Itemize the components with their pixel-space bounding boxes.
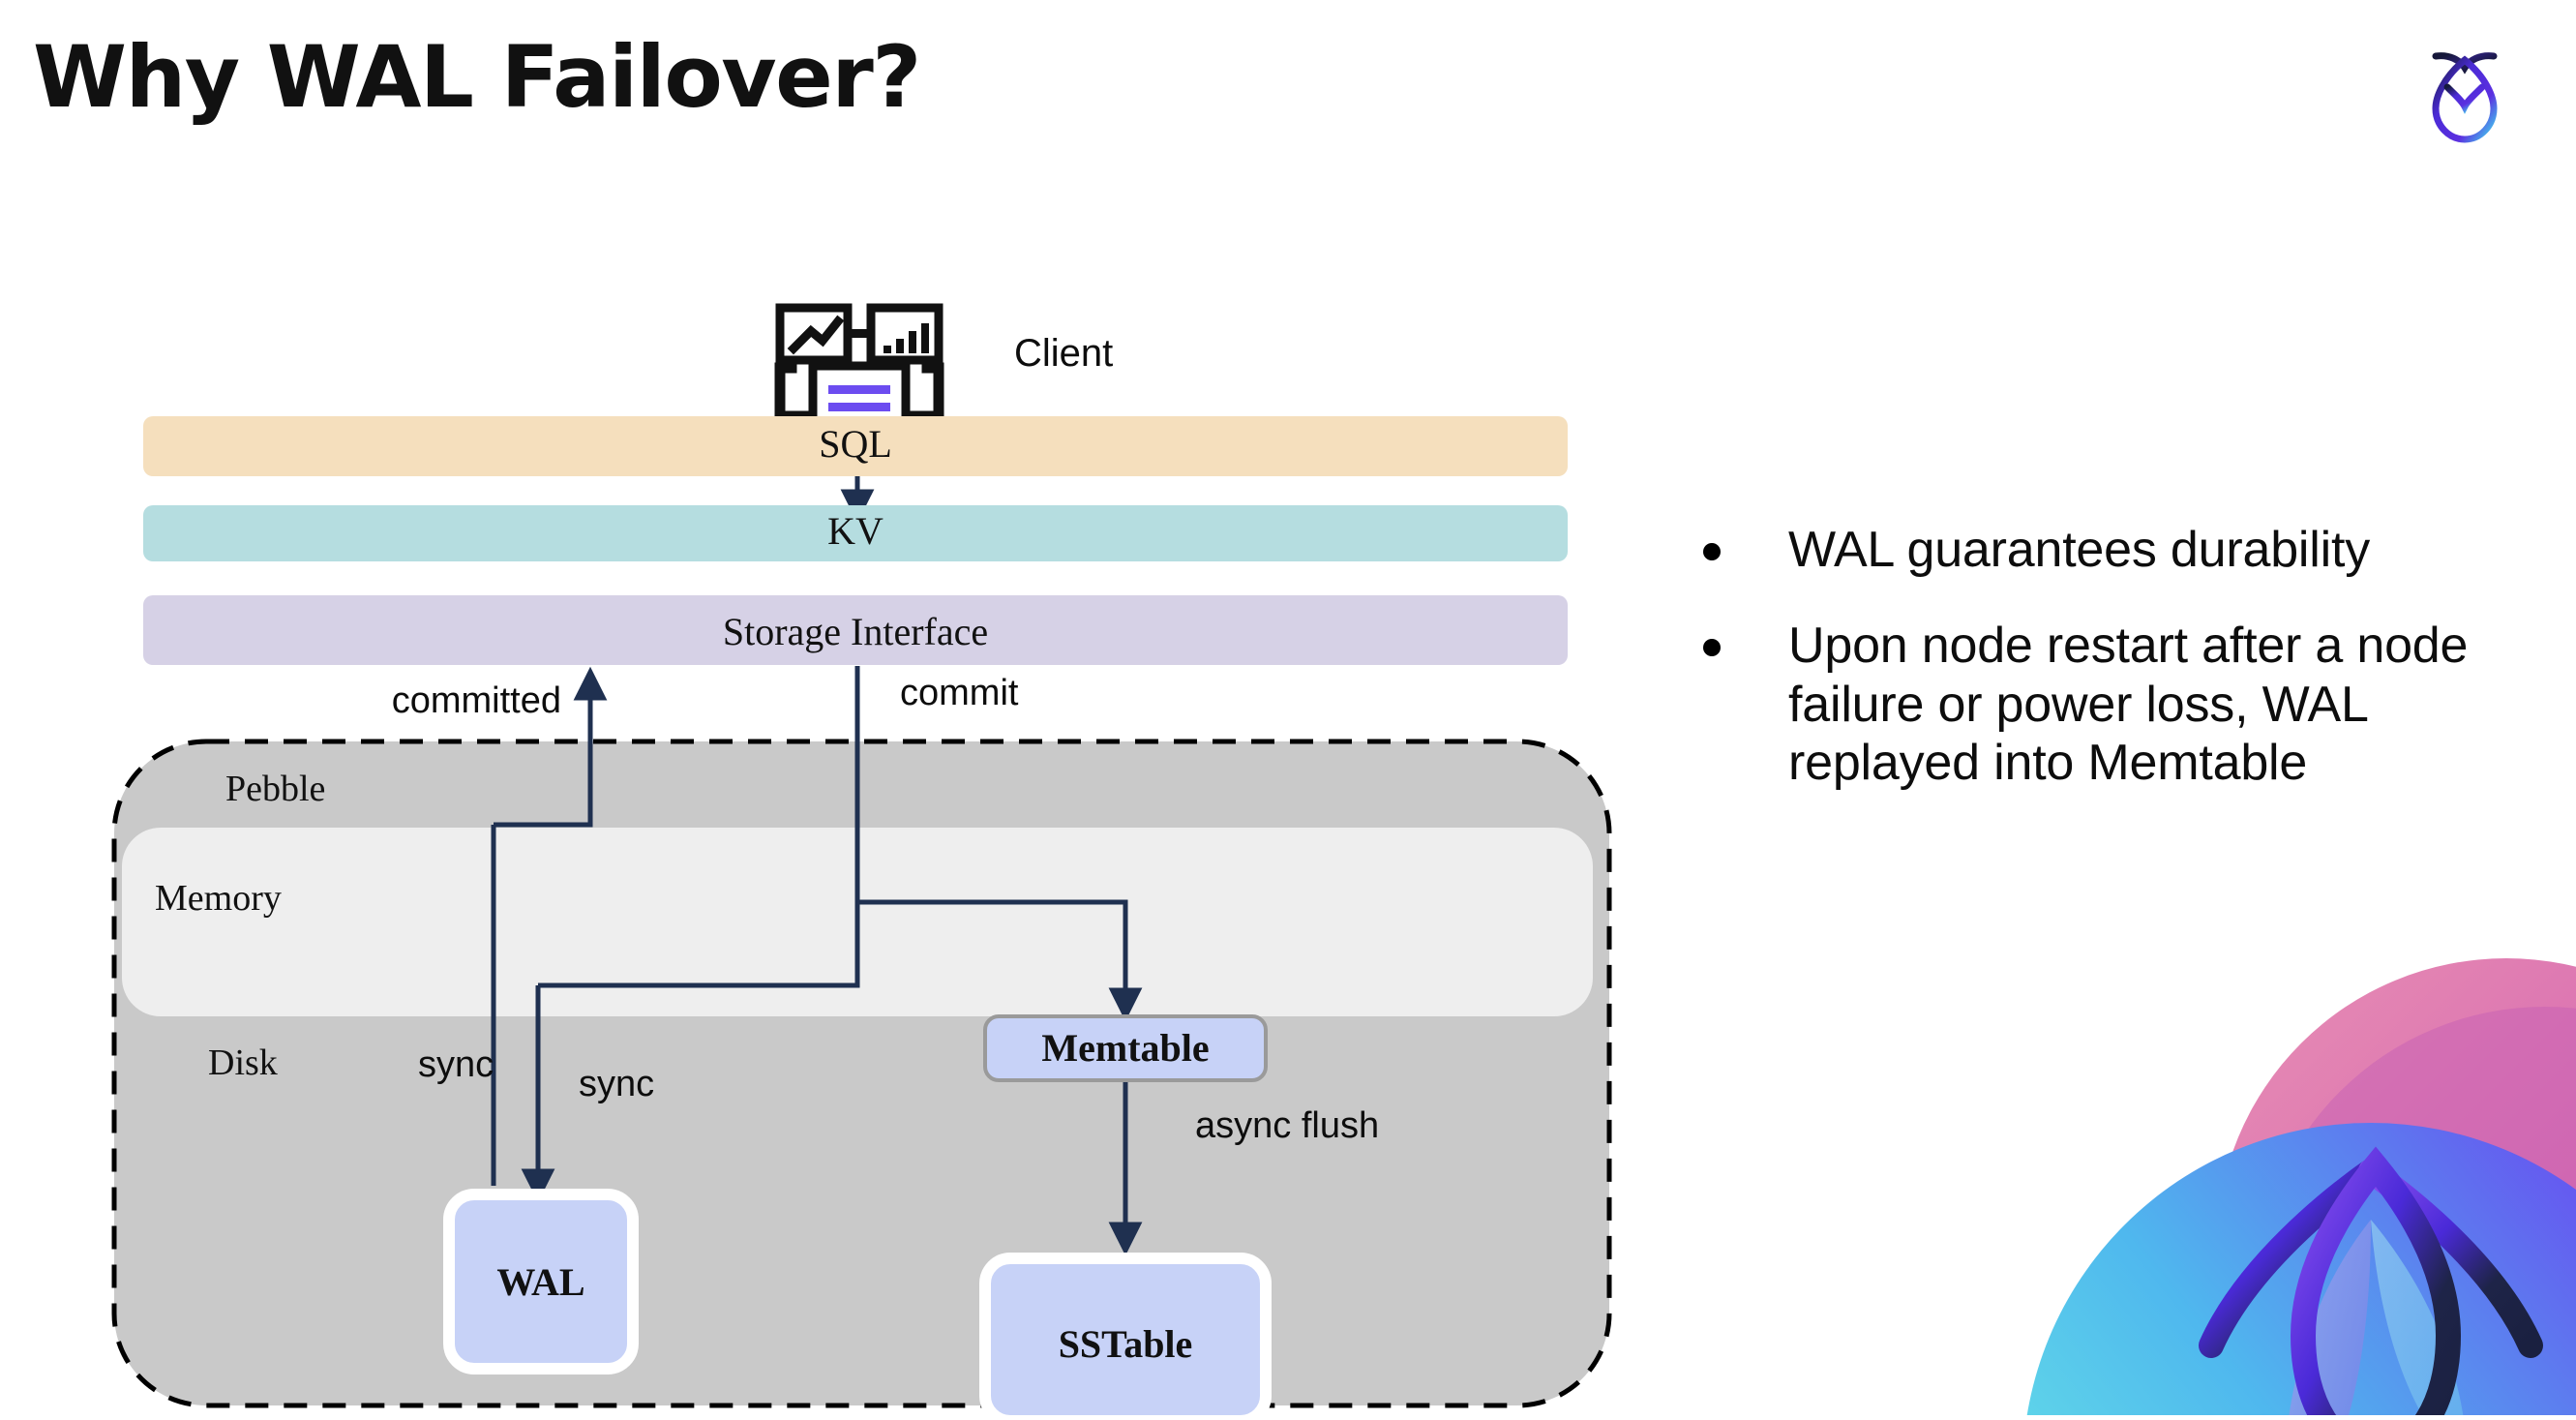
disk-label: Disk [208, 1042, 278, 1083]
edge-label-sync-right: sync [579, 1064, 654, 1104]
svg-text:Memtable: Memtable [1041, 1026, 1209, 1070]
svg-text:SQL: SQL [819, 422, 892, 466]
edge-label-sync-left: sync [418, 1044, 494, 1085]
memory-label: Memory [155, 878, 282, 919]
bullet-dot-icon [1703, 638, 1721, 656]
edge-committed [494, 666, 608, 828]
edge-label-commit: commit [900, 673, 1019, 713]
node-memtable: Memtable [983, 1014, 1268, 1082]
bullet-text: WAL guarantees durability [1788, 522, 2371, 578]
svg-text:SSTable: SSTable [1059, 1322, 1193, 1366]
list-item: Upon node restart after a node failure o… [1703, 617, 2535, 793]
cockroachdb-logo-icon [2407, 31, 2523, 147]
bullet-text: Upon node restart after a node failure o… [1788, 617, 2469, 792]
edge-label-committed: committed [392, 680, 561, 721]
layer-bar-storage-interface: Storage Interface [143, 595, 1568, 665]
architecture-diagram: Client SQL KV Storage Interface Pebble M… [0, 106, 1664, 1420]
list-item: WAL guarantees durability [1703, 521, 2535, 580]
bullet-list: WAL guarantees durability Upon node rest… [1703, 521, 2535, 830]
node-sstable: SSTable [979, 1253, 1272, 1420]
edge-commit-branch [538, 666, 860, 988]
page-title: Why WAL Failover? [33, 27, 921, 127]
client-label: Client [1014, 332, 1113, 375]
svg-text:Storage Interface: Storage Interface [723, 610, 988, 653]
cockroachdb-decorative-mark-icon [1964, 929, 2576, 1415]
svg-text:KV: KV [827, 509, 884, 553]
layer-bar-sql: SQL [143, 416, 1568, 476]
svg-text:WAL: WAL [496, 1260, 584, 1304]
bullet-dot-icon [1703, 543, 1721, 560]
layer-bar-kv: KV [143, 505, 1568, 561]
pebble-label: Pebble [225, 769, 325, 809]
node-wal: WAL [443, 1189, 639, 1375]
edge-label-async-flush: async flush [1195, 1105, 1379, 1146]
